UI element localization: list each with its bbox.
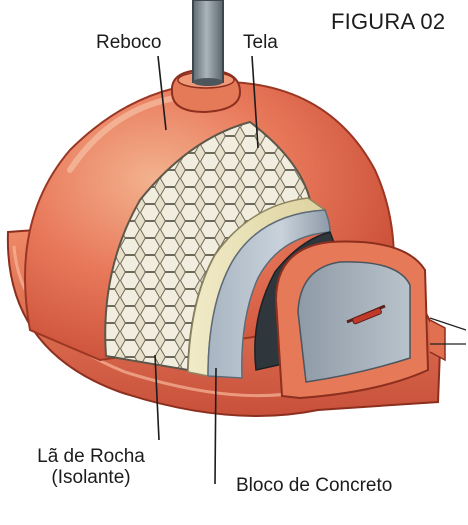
leader-concrete	[215, 368, 216, 484]
figure-title: FIGURA 02	[331, 10, 445, 34]
label-insulation: Lã de Rocha (Isolante)	[16, 447, 166, 489]
label-concrete-block: Bloco de Concreto	[236, 476, 392, 497]
label-insulation-line1: Lã de Rocha	[16, 447, 166, 468]
label-plaster: Reboco	[96, 33, 162, 54]
label-mesh: Tela	[243, 33, 278, 54]
chimney-pipe	[193, 0, 223, 86]
label-insulation-line2: (Isolante)	[16, 468, 166, 489]
